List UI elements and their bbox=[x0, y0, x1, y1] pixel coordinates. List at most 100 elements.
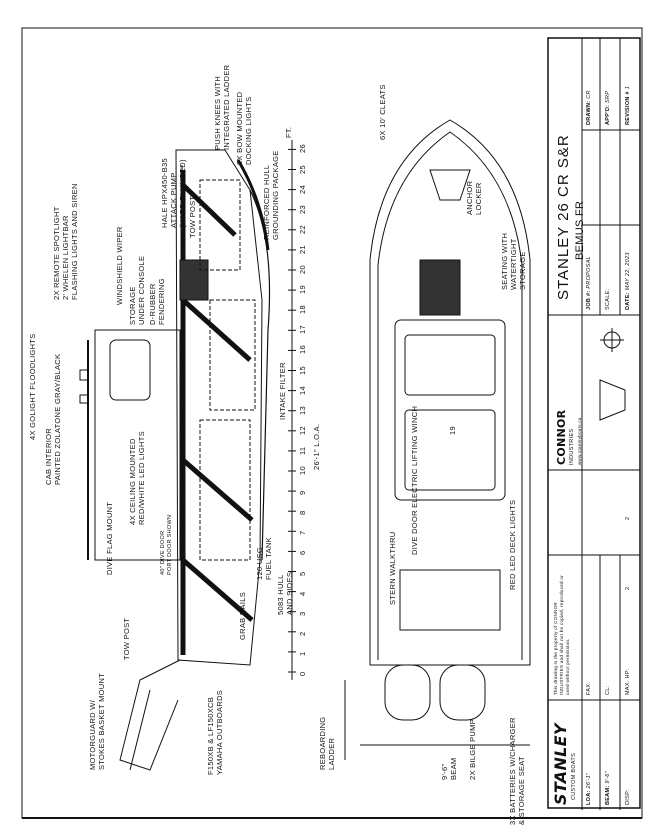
title-block bbox=[547, 37, 641, 809]
label-line: MOTORGUARD W/ bbox=[88, 699, 97, 770]
label-line: PUSH KNEES WITH bbox=[213, 75, 222, 150]
cl-label: CL: bbox=[605, 685, 611, 695]
revision-value: 1 bbox=[625, 85, 631, 90]
drawn-value: CR bbox=[586, 90, 592, 99]
date-value: MAY 22, 2023 bbox=[625, 252, 631, 291]
batteries-label: 3x BATTERIES W/CHARGER& STORAGE SEAT bbox=[508, 717, 526, 825]
winch-label: DIVE DOOR ELECTRIC LIFTING WINCH bbox=[410, 405, 419, 555]
console-rear bbox=[404, 409, 496, 491]
label-line: ATTACK PUMP bbox=[169, 172, 178, 228]
frame-mark-2: 2 bbox=[625, 516, 631, 520]
appd-label: APP'D: bbox=[605, 104, 611, 125]
console-front bbox=[404, 334, 496, 396]
outboard-leg bbox=[129, 689, 151, 771]
ruler-number: 6 bbox=[298, 550, 307, 556]
label-line: 2x BOW MOUNTED bbox=[235, 91, 244, 165]
loa-label: LOA: bbox=[586, 790, 592, 805]
label-line: PORT DOOR SHOWN bbox=[167, 514, 173, 575]
label-line: 2' WHELEN LIGHTBAR bbox=[61, 215, 70, 300]
label-line: F150XB & LF150XCB bbox=[206, 696, 215, 775]
label-line: YAMAHA OUTBOARDS bbox=[215, 689, 224, 775]
label-line: BEAM: 9'-6" bbox=[605, 771, 612, 805]
label-line: CAB INTERIOR bbox=[44, 428, 53, 485]
bilge-pump-label: 2x BILGE PUMP bbox=[468, 718, 477, 780]
label-line: 2x REMOTE SPOTLIGHT bbox=[52, 206, 61, 300]
ruler-number: 3 bbox=[298, 611, 307, 616]
grounding-shoe bbox=[236, 159, 270, 251]
projection-symbol bbox=[599, 379, 626, 421]
keel-line bbox=[249, 189, 271, 561]
beam-value: 9'-6" bbox=[605, 771, 611, 784]
label-line: FUEL TANK bbox=[264, 537, 273, 580]
compartments bbox=[199, 179, 256, 561]
label-line: 40" DIVE DOOR bbox=[160, 530, 166, 575]
tow-post-bow-label: TOW POST bbox=[188, 195, 197, 238]
hull-profile bbox=[175, 149, 263, 666]
date-label: DATE: bbox=[625, 292, 631, 310]
ruler-number: 2 bbox=[298, 631, 307, 636]
ruler-number: 13 bbox=[298, 405, 307, 415]
loa-value: 26'-1" bbox=[586, 772, 592, 789]
beam-row: BEAM: 9'-6" bbox=[605, 771, 612, 805]
drawn-row: DRAWN: CR bbox=[586, 90, 593, 125]
label-line: STOKES BASKET MOUNT bbox=[97, 672, 106, 770]
cab-window bbox=[109, 339, 151, 401]
revision-row: REVISION # 1 bbox=[625, 86, 632, 125]
label-line: STORAGE bbox=[518, 251, 527, 290]
pump-plan bbox=[419, 259, 461, 316]
outboard-motors bbox=[119, 659, 181, 771]
label-line: PAINTED ZOLATONE GRAY/BLACK bbox=[53, 353, 62, 485]
connor-logo: CONNOR bbox=[555, 409, 568, 465]
label-line: REINFORCED HULL bbox=[262, 164, 271, 240]
label-line: 4x CEILING MOUNTED bbox=[128, 438, 137, 525]
stern-walkthru-label: STERN WALKTHRU bbox=[388, 531, 397, 605]
ruler-number: 8 bbox=[298, 510, 307, 516]
label-line: RED/WHITE LED LIGHTS bbox=[137, 431, 146, 525]
grab-rails-label: GRAB RAILS bbox=[238, 591, 247, 640]
ruler-number: 24 bbox=[298, 184, 307, 194]
ruler-number: 20 bbox=[298, 265, 307, 274]
intake-filter-label: INTAKE FILTER bbox=[278, 362, 287, 420]
label-line: 120 USG bbox=[255, 547, 264, 580]
label-line: 5083 HULL bbox=[276, 574, 285, 615]
outboard-plan-2 bbox=[439, 664, 486, 721]
appd-value: SRP bbox=[605, 90, 611, 103]
ruler-number: 14 bbox=[298, 385, 307, 395]
ruler-number: 16 bbox=[298, 345, 307, 355]
label-line: DATE: MAY 22, 2023 bbox=[625, 252, 632, 310]
label-line: 9'-6" bbox=[440, 763, 449, 780]
label-line: ANCHOR bbox=[465, 180, 474, 215]
ruler-number: 12 bbox=[298, 425, 307, 435]
ruler-number: 5 bbox=[298, 571, 307, 576]
ruler-number: 21 bbox=[298, 244, 307, 254]
label-line: INTEGRATED LADDER bbox=[222, 64, 231, 150]
max-hp-label: MAX. HP: bbox=[625, 668, 631, 695]
ruler-number: 7 bbox=[298, 530, 307, 536]
cab-outline bbox=[94, 329, 181, 561]
ruler-number: 19 bbox=[298, 285, 307, 295]
label-line: JOB #: PROPOSAL bbox=[586, 220, 593, 310]
title-block-grid bbox=[548, 38, 640, 810]
label-line: & STORAGE SEAT bbox=[517, 756, 526, 825]
anchor-locker bbox=[429, 169, 471, 201]
label-line: LADDER bbox=[327, 737, 336, 770]
ownership-notice: This drawing is the property of CONNOR I… bbox=[553, 574, 570, 695]
ruler-number: 17 bbox=[298, 325, 307, 335]
ruler-number: 26 bbox=[298, 144, 307, 154]
label-line: FLASHING LIGHTS AND SIREN bbox=[70, 183, 79, 300]
ruler-number: 4 bbox=[298, 591, 307, 596]
label-line: 3x BATTERIES W/CHARGER bbox=[508, 717, 517, 825]
website: www.stanleyboats.ca bbox=[577, 417, 582, 465]
stanley-logo: STANLEY bbox=[551, 723, 570, 805]
